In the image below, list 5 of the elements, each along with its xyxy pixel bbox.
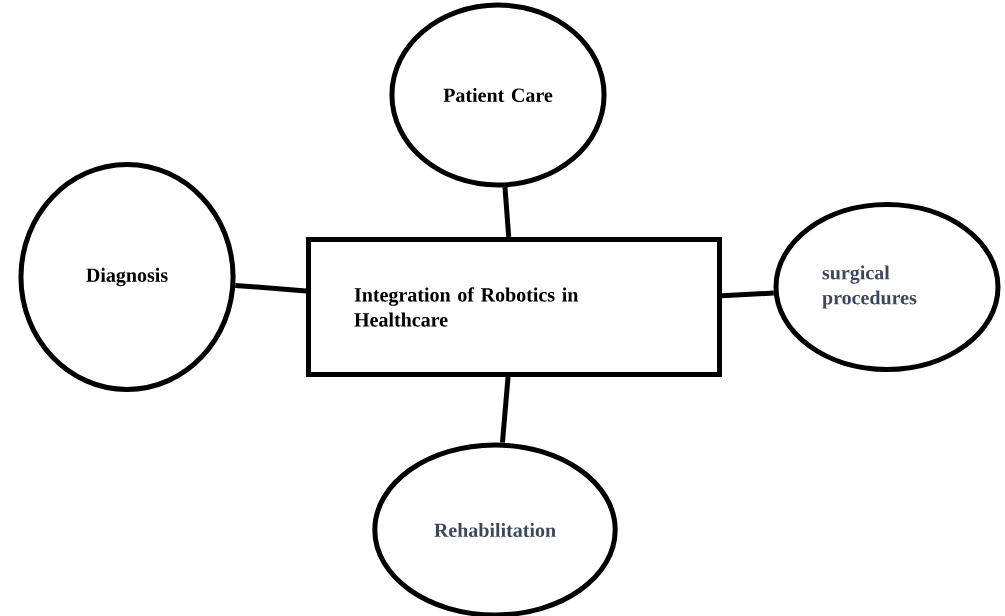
- connector-line: [502, 187, 512, 238]
- connector-line: [499, 376, 511, 443]
- connector-line: [721, 290, 774, 299]
- process-box: Integration of Robotics in Healthcare: [306, 237, 722, 377]
- connector-line: [235, 282, 307, 294]
